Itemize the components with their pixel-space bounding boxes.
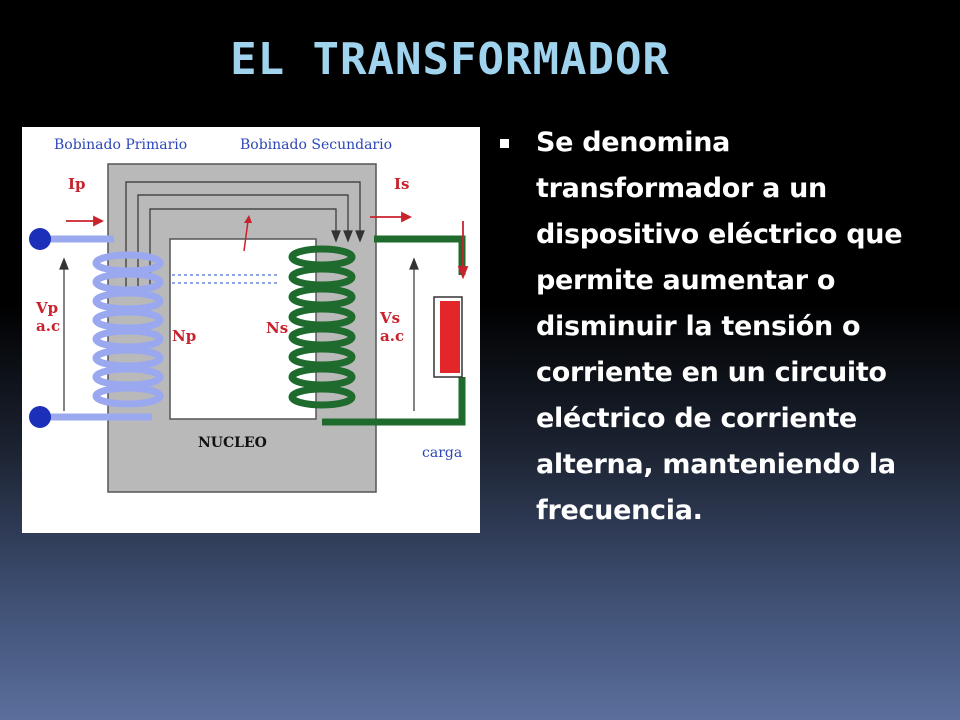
- slide-title: EL TRANSFORMADOR: [230, 34, 670, 85]
- voltage-arrows: [59, 257, 419, 411]
- current-arrows: [66, 211, 469, 280]
- vp-ac-label: a.c: [36, 317, 60, 335]
- secondary-winding-label: Bobinado Secundario: [240, 137, 392, 153]
- load-label: carga: [422, 445, 462, 461]
- bullet-square-icon: [500, 139, 509, 148]
- primary-winding-label: Bobinado Primario: [54, 137, 187, 153]
- flux-arrow: [243, 220, 249, 252]
- bullet-text: Se denomina transformador a un dispositi…: [536, 127, 903, 526]
- body-text: Se denomina transformador a un dispositi…: [500, 124, 952, 534]
- vs-label: Vs: [379, 309, 400, 327]
- secondary-lead-top: [374, 235, 466, 275]
- np-label: Np: [172, 327, 196, 345]
- transformer-diagram-svg: Bobinado Primario Bobinado Secundario Ip…: [29, 137, 469, 493]
- flux-lines: [125, 181, 365, 287]
- vs-ac-label: a.c: [380, 327, 404, 345]
- is-label: Is: [394, 175, 409, 193]
- load-resistor: [440, 301, 460, 373]
- primary-terminal-top: [29, 228, 51, 250]
- secondary-coil: [288, 245, 356, 409]
- secondary-lead-bottom: [322, 377, 466, 426]
- primary-terminal-bottom: [29, 406, 51, 428]
- transformer-diagram: Bobinado Primario Bobinado Secundario Ip…: [22, 127, 480, 533]
- core-window: [169, 238, 317, 420]
- core-label: NUCLEO: [198, 435, 267, 451]
- bullet-item: Se denomina transformador a un dispositi…: [500, 124, 952, 534]
- ns-label: Ns: [266, 319, 288, 337]
- primary-coil: [92, 251, 164, 408]
- vp-label: Vp: [35, 299, 58, 317]
- ip-label: Ip: [68, 175, 86, 193]
